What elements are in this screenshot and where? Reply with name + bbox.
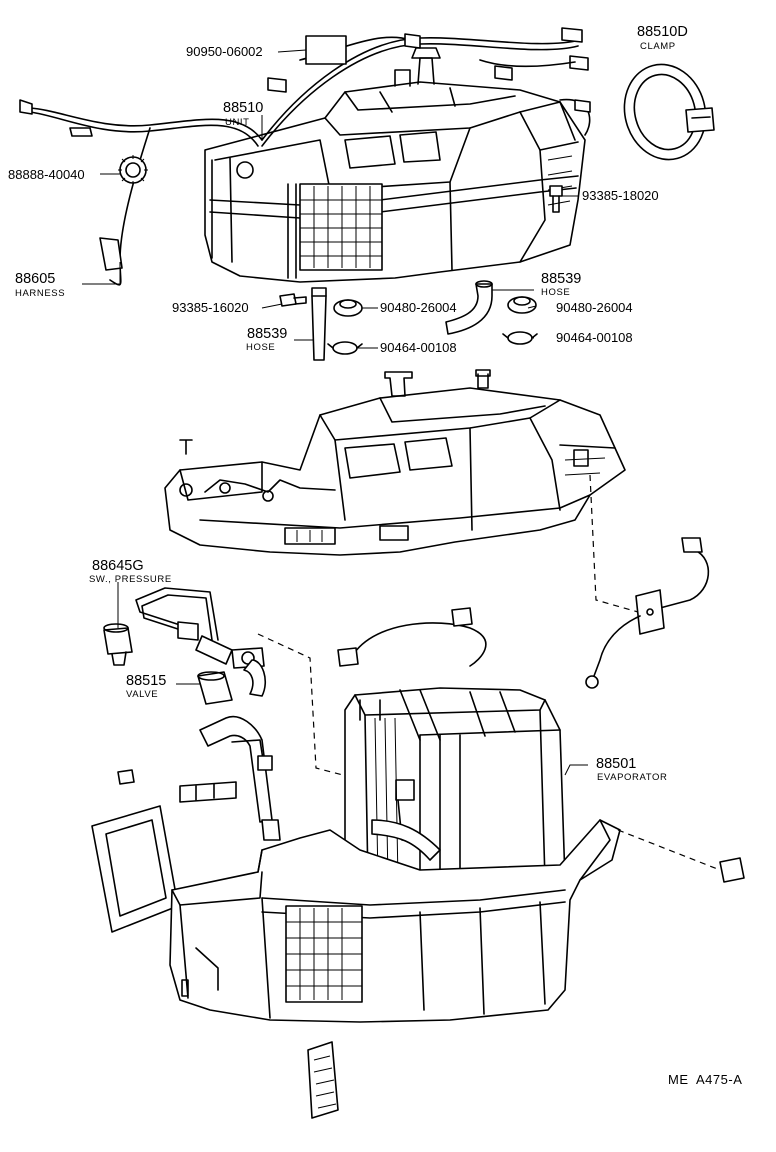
clip-leader (617, 829, 721, 871)
screw-left (279, 293, 307, 307)
clip-left (327, 341, 363, 355)
part-label-88605: 88605 HARNESS (15, 271, 65, 299)
blower-wire (337, 607, 487, 667)
part-label-88510: 88510 UNIT (223, 100, 263, 128)
refrigerant-tube (135, 587, 267, 697)
part-label-88510d: 88510D CLAMP (637, 24, 688, 52)
grommet-right (507, 296, 537, 314)
part-label-90480-26004-right: 90480-26004 (556, 300, 633, 315)
part-description: CLAMP (640, 41, 676, 52)
pressure-switch (103, 623, 133, 666)
part-description: UNIT (225, 117, 250, 128)
part-number: 88888-40040 (8, 167, 85, 182)
suction-hose (199, 715, 281, 841)
thermistor-leader (589, 474, 639, 613)
part-description: VALVE (126, 689, 158, 700)
part-number: 90480-26004 (556, 300, 633, 315)
part-label-90950-06002: 90950-06002 (186, 44, 263, 59)
label-sticker (305, 35, 347, 65)
grommet-left (333, 299, 363, 317)
part-description: HOSE (541, 287, 570, 298)
star-washer (118, 155, 148, 185)
part-label-88501: 88501 EVAPORATOR (596, 756, 667, 783)
part-label-90480-26004-left: 90480-26004 (380, 300, 457, 315)
part-label-93385-18020: 93385-18020 (582, 188, 659, 203)
hose-bracket (179, 781, 237, 803)
part-label-88539-right: 88539 HOSE (541, 271, 581, 298)
part-label-88515: 88515 VALVE (126, 673, 166, 700)
part-number: 90480-26004 (380, 300, 457, 315)
part-description: HOSE (246, 342, 275, 353)
expansion-valve (197, 671, 233, 705)
diagram-code: ME A475-A (668, 1072, 742, 1087)
part-number: 90950-06002 (186, 44, 263, 59)
drain-hose-left (311, 287, 327, 361)
gasket-frame (91, 805, 179, 933)
part-number: 88510D (637, 24, 688, 40)
drain-hose-right (445, 280, 493, 335)
part-label-88539-left: 88539 HOSE (246, 326, 287, 353)
part-description: HARNESS (15, 288, 65, 299)
part-number: 93385-18020 (582, 188, 659, 203)
lower-case (169, 819, 621, 1023)
clamp-ring (623, 63, 715, 161)
part-label-88888-40040: 88888-40040 (8, 167, 85, 182)
clip-right (502, 331, 538, 345)
part-number: 88539 (541, 271, 581, 287)
part-number: 90464-00108 (556, 330, 633, 345)
part-number: 88515 (126, 673, 166, 689)
part-number: 88539 (247, 326, 287, 342)
part-label-90464-00108-left: 90464-00108 (380, 340, 457, 355)
part-number: 93385-16020 (172, 300, 249, 315)
part-description: SW., PRESSURE (89, 574, 172, 585)
small-clip (117, 769, 135, 785)
part-label-90464-00108-right: 90464-00108 (556, 330, 633, 345)
leader-lines (82, 49, 588, 776)
upper-case (164, 369, 626, 556)
part-label-93385-16020: 93385-16020 (172, 300, 249, 315)
part-description: EVAPORATOR (597, 772, 667, 783)
edge-clip (719, 857, 745, 883)
part-label-88645g: 88645G SW., PRESSURE (89, 558, 172, 585)
part-number: 88501 (596, 756, 636, 772)
thermistor-wire (585, 537, 710, 689)
evaporator-core (344, 687, 566, 896)
small-screw (179, 439, 193, 455)
wire-harness (19, 27, 591, 286)
part-number: 88645G (92, 558, 144, 574)
cooling-unit-assembly (204, 47, 586, 283)
part-number: 90464-00108 (380, 340, 457, 355)
air-filter (307, 1041, 339, 1119)
part-number: 88605 (15, 271, 55, 287)
part-number: 88510 (223, 100, 263, 116)
